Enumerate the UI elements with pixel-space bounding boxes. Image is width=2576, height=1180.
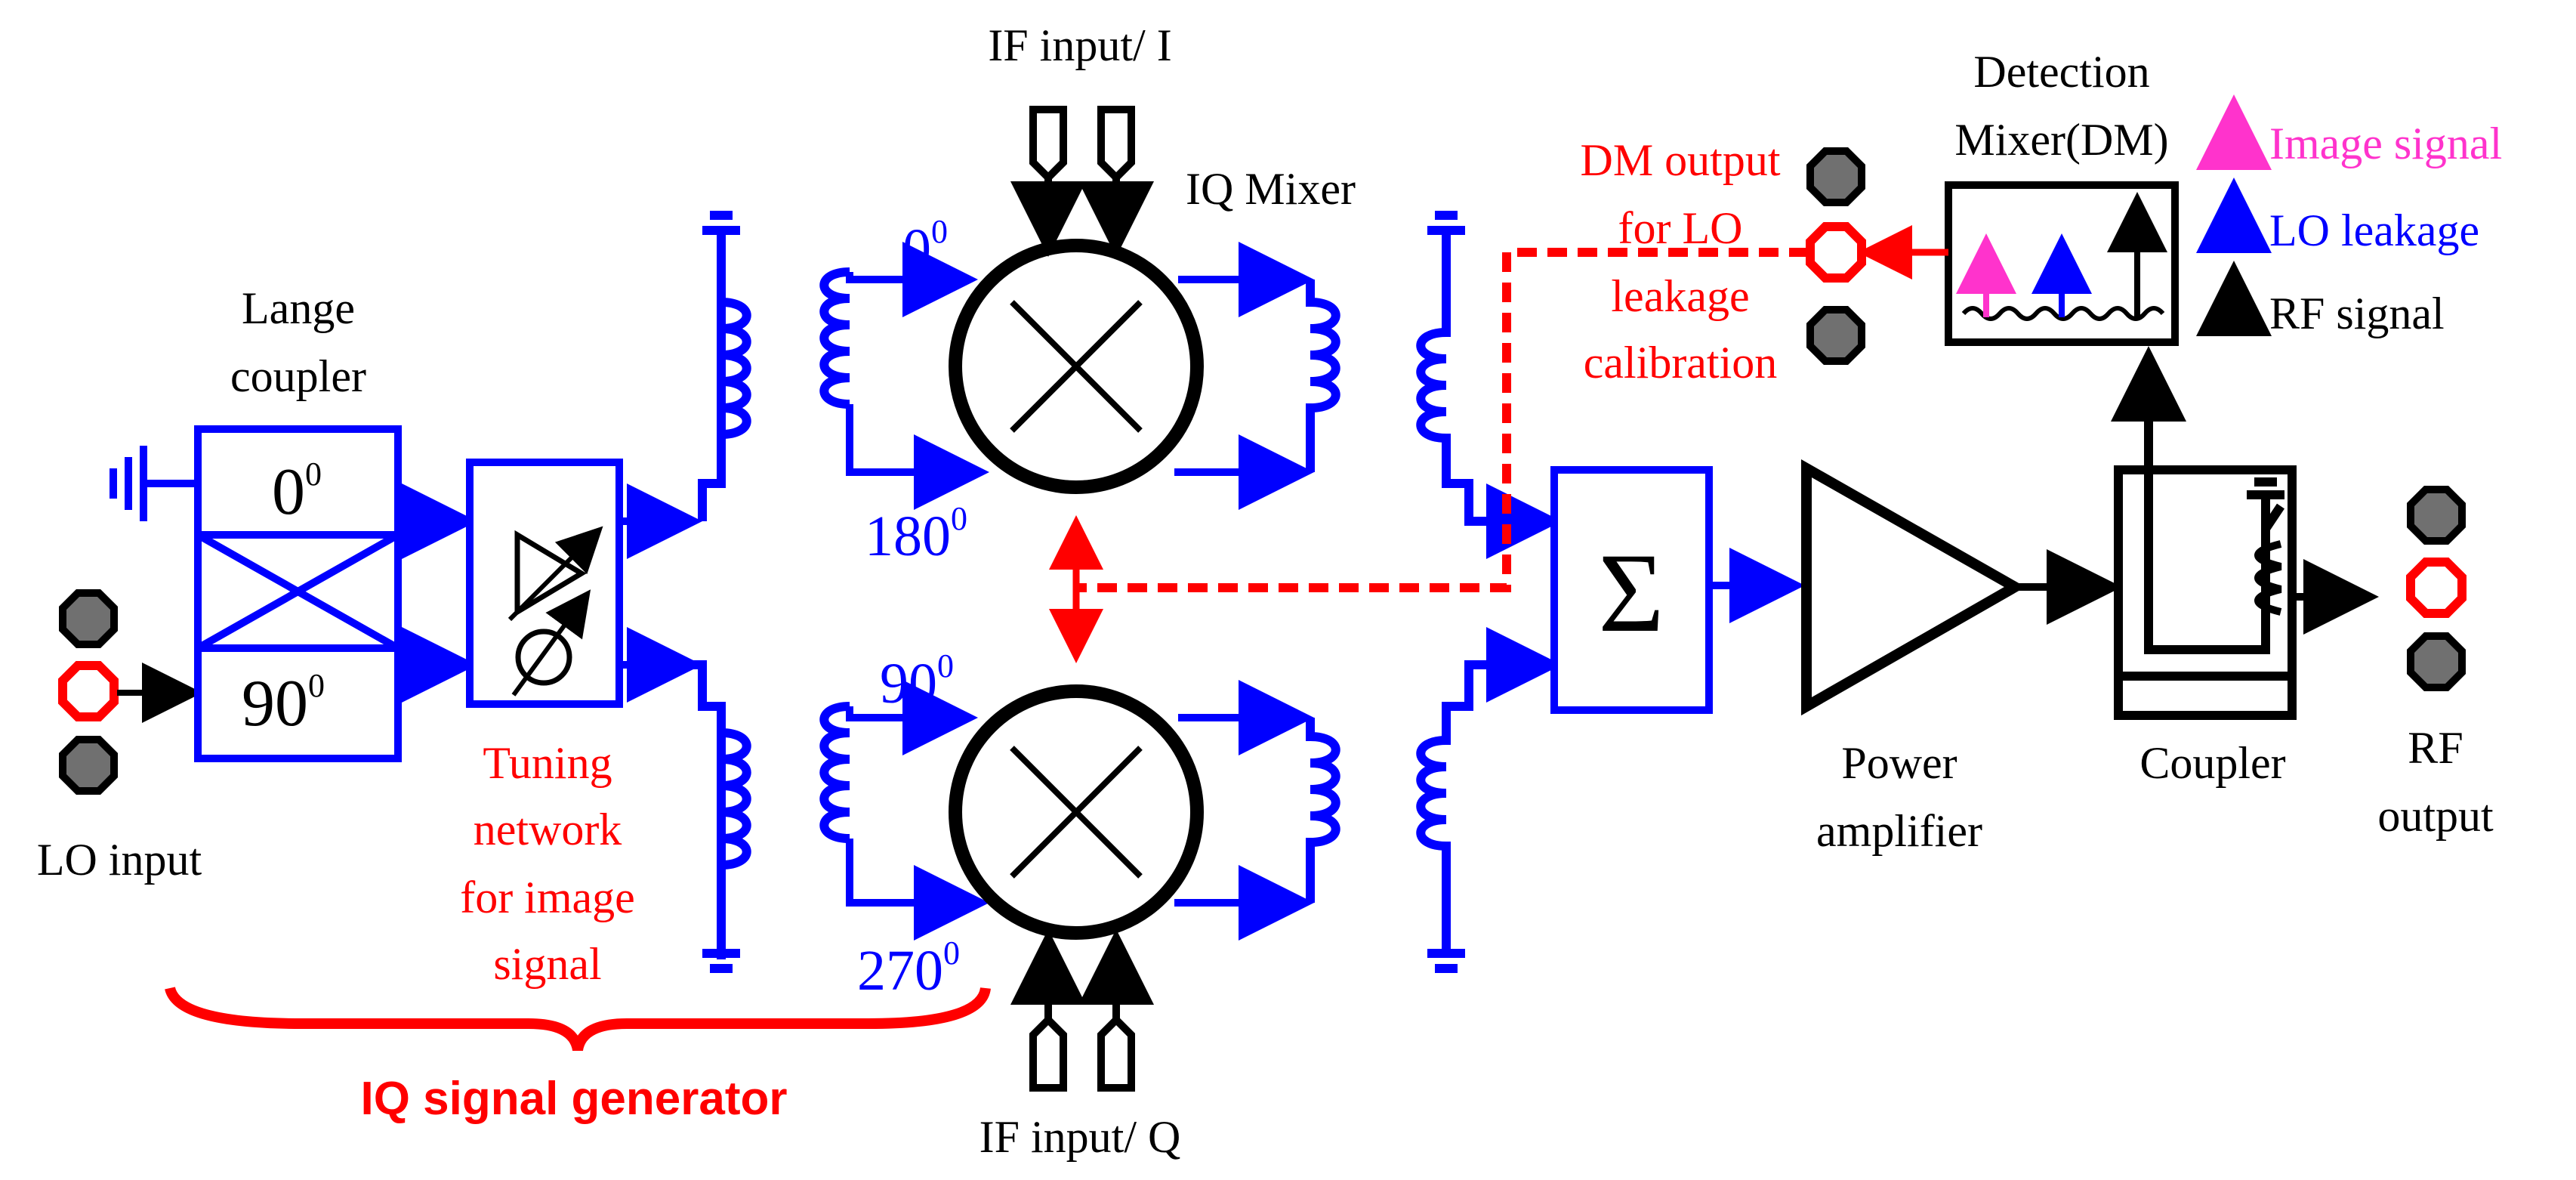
dm-output-pads <box>1806 147 1866 365</box>
tuning-label-2: network <box>474 805 622 854</box>
dm-output-label-3: leakage <box>1611 271 1749 321</box>
legend-rf-label: RF signal <box>2269 289 2445 338</box>
pad-signal <box>58 661 119 721</box>
detection-mixer-label-2: Mixer(DM) <box>1954 115 2168 165</box>
dm-output-label-4: calibration <box>1584 338 1778 388</box>
pad-ground-bottom <box>59 736 118 795</box>
detection-mixer-block <box>1945 181 2179 346</box>
rf-pad-ground-top <box>2407 486 2466 545</box>
summer-block <box>1550 466 1713 714</box>
lo-input-pads <box>58 589 119 795</box>
lo-input-label: LO input <box>37 835 202 885</box>
iq-mixer-label: IQ Mixer <box>1186 164 1356 214</box>
tuning-network <box>466 459 623 708</box>
dm-pad-signal <box>1806 222 1866 283</box>
if-input-q-label: IF input/ Q <box>979 1112 1181 1162</box>
power-amplifier <box>1801 459 2026 716</box>
dm-pad-ground-top <box>1806 147 1865 206</box>
rf-pad-ground-bottom <box>2407 632 2466 691</box>
pad-ground-top <box>59 589 118 648</box>
power-amplifier-label-1: Power <box>1841 738 1957 788</box>
rf-output-pads <box>2406 486 2466 691</box>
tuning-label-4: signal <box>493 939 601 989</box>
if-input-i-label: IF input/ I <box>988 20 1171 70</box>
mixer-output-leads <box>1174 242 1314 941</box>
tuning-label-3: for image <box>460 873 635 922</box>
lange-label-2: coupler <box>230 351 366 401</box>
phase-90-label: 900 <box>880 647 954 715</box>
lange-phase-90: 900 <box>242 667 325 740</box>
mixer-input-leads <box>846 242 989 941</box>
dm-output-label-2: for LO <box>1618 203 1743 253</box>
legend-image-label: Image signal <box>2269 119 2502 168</box>
legend-lo-label: LO leakage <box>2269 205 2479 255</box>
if-input-q-connectors <box>1010 929 1154 1092</box>
coupler-label: Coupler <box>2139 738 2285 788</box>
dm-output-label-1: DM output <box>1580 135 1780 185</box>
left-baluns <box>687 211 850 973</box>
mixer-i <box>949 239 1204 494</box>
if-input-i-connectors <box>1010 106 1154 257</box>
power-amplifier-label-2: amplifier <box>1816 806 1982 856</box>
lange-label-1: Lange <box>242 283 355 333</box>
phase-270-label: 2700 <box>857 934 960 1002</box>
lange-coupler <box>110 425 402 762</box>
sum-symbol: Σ <box>1598 530 1664 656</box>
rf-output-label-2: output <box>2377 791 2494 841</box>
lange-phase-0: 00 <box>272 456 322 529</box>
right-baluns <box>1306 211 1541 973</box>
calibration-feedback-path <box>1076 248 1809 592</box>
rf-output-label-1: RF <box>2408 723 2463 773</box>
coupler-block <box>2114 400 2297 720</box>
dm-pad-ground-bottom <box>1806 306 1865 365</box>
tuning-label-1: Tuning <box>483 738 612 788</box>
detection-mixer-label-1: Detection <box>1973 47 2149 97</box>
phase-0-label: 00 <box>902 213 948 281</box>
signal-legend: Image signal LO leakage RF signal <box>2196 94 2502 338</box>
iq-generator-brace <box>165 986 991 1052</box>
phase-180-label: 1800 <box>865 500 967 568</box>
mixer-q <box>949 684 1204 940</box>
rf-pad-signal <box>2406 558 2466 618</box>
iq-signal-generator-label: IQ signal generator <box>360 1073 787 1125</box>
